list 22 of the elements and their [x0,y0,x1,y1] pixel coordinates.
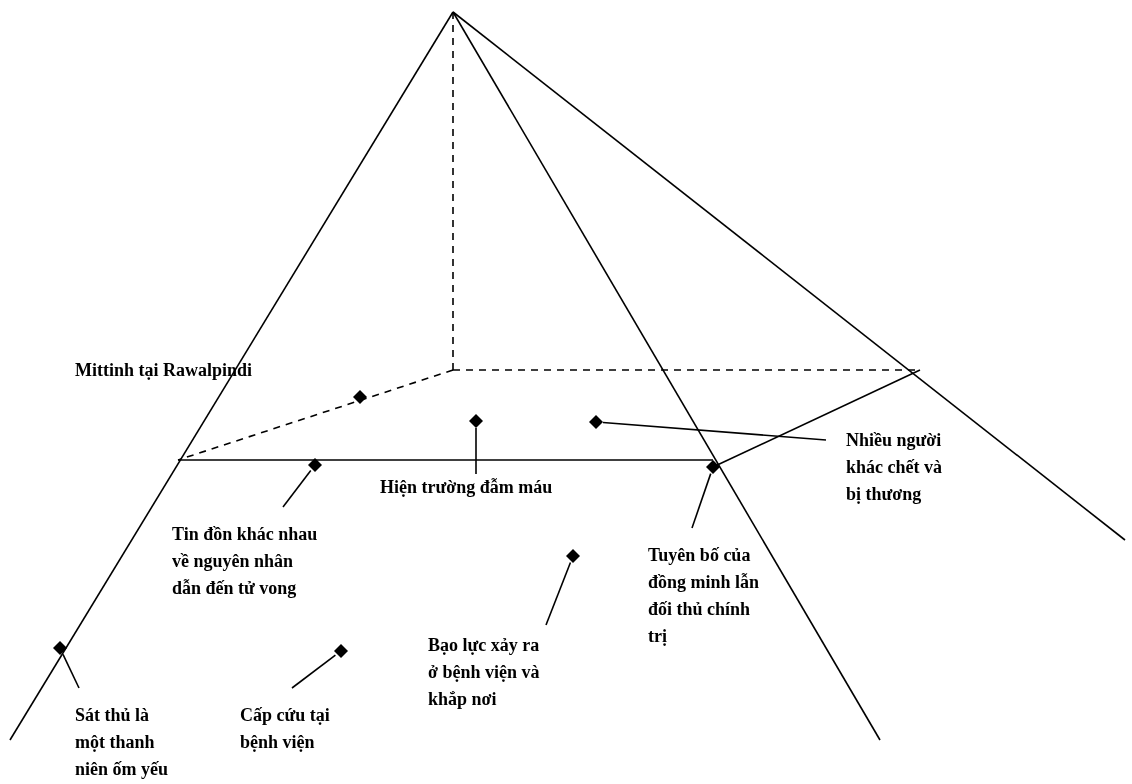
leader-line [545,561,572,626]
node-label: Bạo lực xảy ra ở bệnh viện và khắp nơi [428,634,541,711]
node-label: Tuyên bố của đồng minh lẫn đối thủ chính trị [648,544,761,648]
point-marker [566,549,580,563]
point-marker [589,415,603,429]
leader-line [291,654,337,689]
node-label: Sát thủ là một thanh niên ốm yếu [75,704,169,781]
point-marker [308,458,322,472]
point-marker [334,644,348,658]
node-label: Nhiều người khác chết và bị thương [846,429,943,506]
point-marker [469,414,483,428]
leader-line [602,421,827,441]
leader-line [282,469,312,508]
leader-line [475,427,477,475]
node-label: Tin đồn khác nhau về nguyên nhân dẫn đến tử vong [172,523,319,600]
node-label: Hiện trường đẫm máu [380,476,553,499]
point-marker [353,390,367,404]
leader-line [62,653,80,689]
leader-line [691,472,712,529]
point-marker [53,641,67,655]
node-label: Cấp cứu tại bệnh viện [240,704,331,754]
point-marker [706,460,720,474]
